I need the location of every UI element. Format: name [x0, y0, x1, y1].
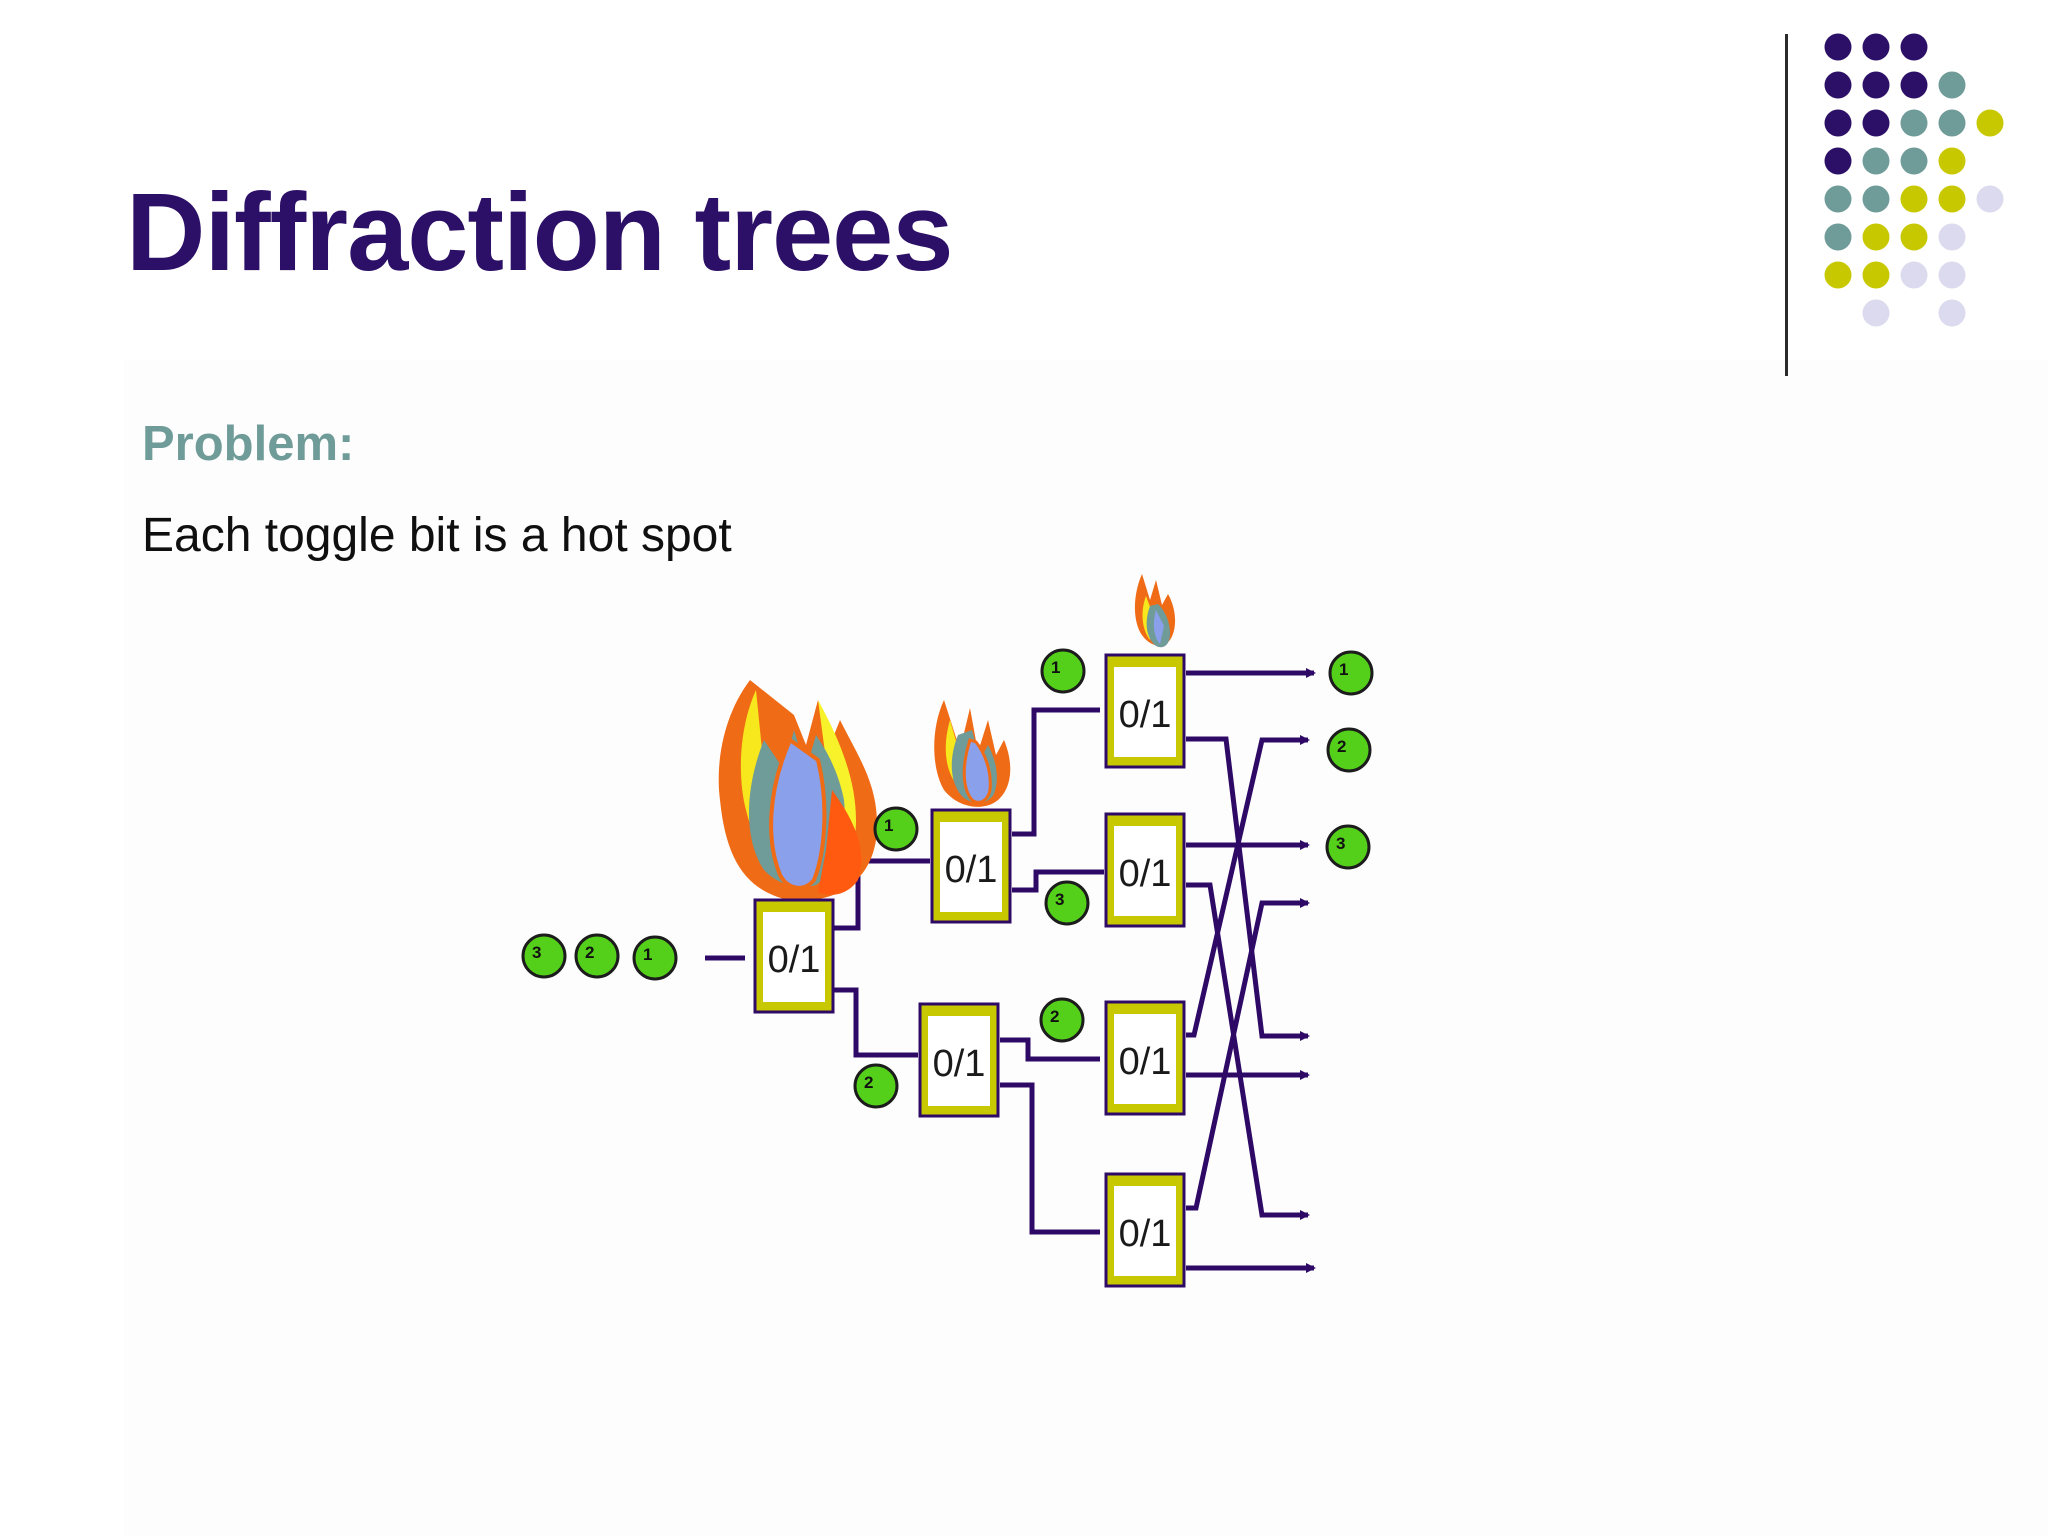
decorative-dot [1862, 33, 1890, 61]
problem-statement: Each toggle bit is a hot spot [142, 509, 732, 562]
token-number: 2 [1337, 737, 1346, 756]
token-number: 2 [1050, 1007, 1059, 1026]
decorative-dot [1900, 223, 1928, 251]
decorative-dot-grid [1824, 33, 2004, 327]
output-wire-7 [1186, 898, 1310, 1211]
decorative-dot [1824, 185, 1852, 213]
wire-b2-to-l3 [1000, 1037, 1100, 1062]
header-divider-line [1785, 34, 1788, 376]
token-number: 2 [585, 943, 594, 962]
wire-b1-to-l1 [1012, 707, 1100, 837]
decorative-dot [1900, 109, 1928, 137]
decorative-dot [1900, 185, 1928, 213]
decorative-dot [1862, 147, 1890, 175]
wire-token: 3 [1044, 880, 1090, 926]
decorative-dot [1824, 223, 1852, 251]
wire-token: 2 [1039, 997, 1085, 1043]
balancer-label: 0/1 [1119, 1213, 1172, 1255]
balancer-level3-1: 0/1 [1104, 653, 1186, 769]
decorative-dot [1900, 147, 1928, 175]
input-token: 3 [521, 933, 567, 979]
decorative-dot [1938, 185, 1966, 213]
wire-token: 1 [873, 806, 919, 852]
wire-root-to-b1 [834, 858, 930, 931]
problem-heading: Problem: [142, 417, 355, 471]
decorative-dot [1900, 71, 1928, 99]
balancer-label: 0/1 [1119, 694, 1172, 736]
output-wire-5 [1186, 735, 1310, 1038]
output-wire-2 [1186, 736, 1310, 1041]
balancer-label: 0/1 [933, 1043, 986, 1085]
input-token: 2 [574, 933, 620, 979]
output-token: 3 [1325, 824, 1371, 870]
slide-background [124, 360, 2048, 1536]
wires [705, 668, 1316, 1273]
balancer-level3-4: 0/1 [1104, 1172, 1186, 1288]
output-wire-4 [1186, 882, 1310, 1220]
decorative-dot [1900, 33, 1928, 61]
decorative-dot [1824, 109, 1852, 137]
decorative-dot [1824, 33, 1852, 61]
flame-icon [1134, 574, 1176, 648]
balancer-level3-2: 0/1 [1104, 812, 1186, 928]
decorative-dot [1976, 185, 2004, 213]
token-number: 1 [1051, 658, 1060, 677]
decorative-dot [1824, 261, 1852, 289]
decorative-dot [1938, 261, 1966, 289]
decorative-dot [1862, 109, 1890, 137]
slide-title: Diffraction trees [126, 171, 954, 294]
decorative-dot [1938, 71, 1966, 99]
token-number: 1 [1339, 660, 1348, 679]
balancer-label: 0/1 [768, 939, 821, 981]
decorative-dot [1938, 223, 1966, 251]
decorative-dot [1862, 299, 1890, 327]
wire-b1-to-l2 [1012, 869, 1104, 893]
input-token: 1 [632, 935, 678, 981]
wire-token: 1 [1040, 648, 1086, 694]
decorative-dot [1824, 71, 1852, 99]
balancer-level3-3: 0/1 [1104, 1000, 1186, 1116]
decorative-dot [1862, 223, 1890, 251]
balancer-root: 0/1 [753, 898, 835, 1014]
balancer-label: 0/1 [945, 849, 998, 891]
decorative-dot [1938, 109, 1966, 137]
token-number: 3 [1055, 890, 1064, 909]
token-number: 3 [532, 943, 541, 962]
decorative-dot [1862, 261, 1890, 289]
decorative-dot [1824, 147, 1852, 175]
flame-icon [934, 700, 1011, 807]
decorative-dot [1862, 71, 1890, 99]
decorative-dot [1862, 185, 1890, 213]
output-token: 2 [1326, 727, 1372, 773]
balancer-level2-top: 0/1 [930, 808, 1012, 924]
wire-root-to-b2 [834, 987, 918, 1058]
decorative-dot [1938, 147, 1966, 175]
decorative-dot [1976, 109, 2004, 137]
output-token: 1 [1328, 650, 1374, 696]
token-number: 1 [884, 816, 893, 835]
balancer-level2-bottom: 0/1 [918, 1002, 1000, 1118]
token-number: 1 [643, 945, 652, 964]
token-number: 2 [864, 1073, 873, 1092]
balancer-label: 0/1 [1119, 1041, 1172, 1083]
wire-token: 2 [853, 1063, 899, 1109]
flame-icon [718, 680, 878, 901]
balancer-label: 0/1 [1119, 853, 1172, 895]
wire-b2-to-l4 [1000, 1082, 1100, 1235]
decorative-dot [1900, 261, 1928, 289]
decorative-dot [1938, 299, 1966, 327]
token-number: 3 [1336, 834, 1345, 853]
